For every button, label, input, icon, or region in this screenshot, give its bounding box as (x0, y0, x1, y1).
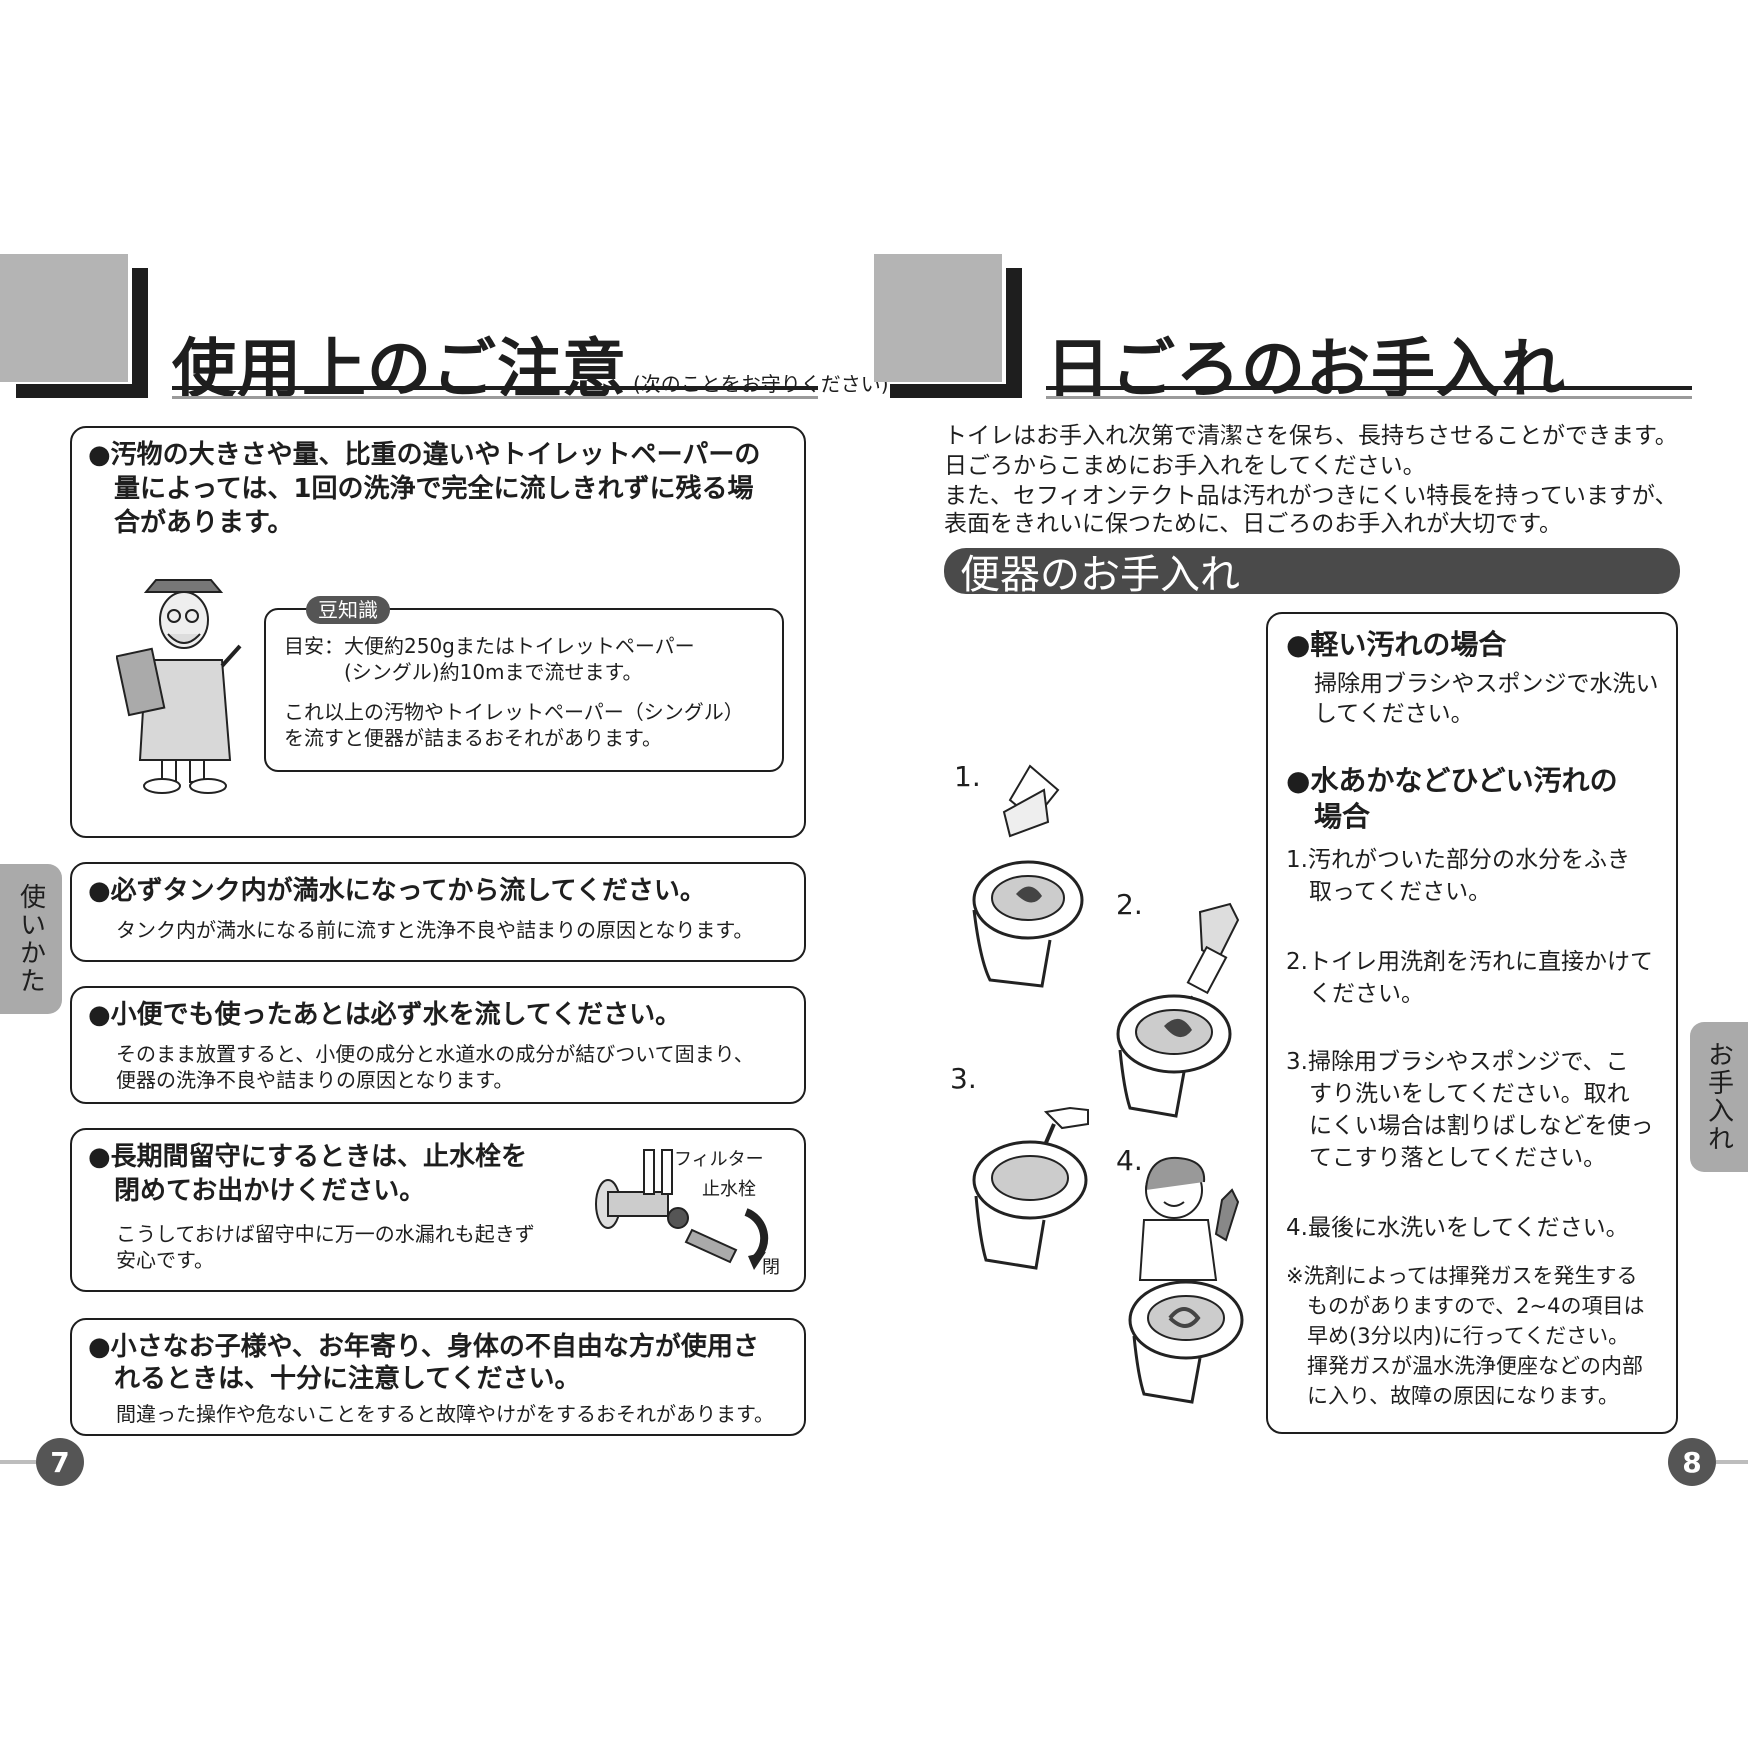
left-page-line (0, 1460, 36, 1464)
caution-box-2: ●必ずタンク内が満水になってから流してください。 タンク内が満水になる前に流すと… (70, 862, 806, 962)
heavy-step2-line1: 2.トイレ用洗剤を汚れに直接かけて (1286, 949, 1653, 975)
right-title-black-bar-v (1006, 268, 1022, 398)
caution-4-line2: 閉めてお出かけください。 (88, 1176, 426, 1206)
note-line3: 早め(3分以内)に行ってください。 (1286, 1324, 1630, 1348)
left-page-number: 7 (36, 1438, 84, 1486)
caution-1-line2: 量によっては、1回の洗浄で完全に流しきれずに残る場 (88, 474, 754, 504)
step-label-3: 3. (950, 1062, 977, 1095)
step-label-2: 2. (1116, 888, 1143, 921)
caution-box-1: ●汚物の大きさや量、比重の違いやトイレットペーパーの 量によっては、1回の洗浄で… (70, 426, 806, 838)
heavy-step3-line2: すり洗いをしてください。取れ (1286, 1081, 1630, 1107)
heavy-step1-line2: 取ってください。 (1286, 879, 1492, 905)
heavy-heading-line2: 場合 (1286, 800, 1371, 833)
note-line2: ものがありますので、2~4の項目は (1286, 1294, 1645, 1318)
right-side-tab: お手入れ (1690, 1022, 1748, 1172)
caution-2-heading: ●必ずタンク内が満水になってから流してください。 (88, 876, 706, 906)
tip-line2: (シングル)約10mまで流せます。 (284, 660, 643, 684)
toilet-step4-illustration (1128, 1156, 1244, 1404)
light-line2: してください。 (1314, 701, 1474, 727)
intro-line3: また、セフィオンテクト品は汚れがつきにくい特長を持っていますが、 (944, 483, 1678, 509)
tip-line3: これ以上の汚物やトイレットペーパー（シングル） (284, 700, 744, 724)
label-filter: フィルター (674, 1149, 764, 1170)
left-title-note: (次のことをお守りください) (633, 372, 889, 396)
caution-box-4: ●長期間留守にするときは、止水栓を 閉めてお出かけください。 こうしておけば留守… (70, 1128, 806, 1292)
heavy-heading-line1: ●水あかなどひどい汚れの (1286, 764, 1618, 797)
right-page-title: 日ごろのお手入れ (1046, 333, 1566, 407)
caution-5-body: 間違った操作や危ないことをすると故障やけがをするおそれがあります。 (116, 1402, 774, 1426)
heavy-step3-line4: てこすり落としてください。 (1286, 1145, 1607, 1171)
intro-line2: 日ごろからこまめにお手入れをしてください。 (944, 453, 1426, 479)
left-title-gray-block (0, 254, 128, 382)
intro-line1: トイレはお手入れ次第で清潔さを保ち、長持ちさせることができます。 (944, 423, 1678, 449)
tip-line1: 目安：大便約250gまたはトイレットペーパー (284, 634, 695, 658)
heavy-step3-line1: 3.掃除用ブラシやスポンジで、こ (1286, 1049, 1629, 1075)
tip-badge: 豆知識 (306, 596, 390, 624)
intro-line4: 表面をきれいに保つために、日ごろのお手入れが大切です。 (944, 511, 1563, 537)
heavy-step4-line1: 4.最後に水洗いをしてください。 (1286, 1215, 1629, 1241)
toilet-step2-illustration (1116, 902, 1240, 1118)
caution-3-body-line2: 便器の洗浄不良や詰まりの原因となります。 (116, 1068, 514, 1092)
left-page-title: 使用上のご注意(次のことをお守りください) (172, 318, 889, 410)
right-title-rule (1046, 386, 1692, 390)
left-side-tab: 使いかた (0, 864, 62, 1014)
caution-1-line1: ●汚物の大きさや量、比重の違いやトイレットペーパーの (88, 440, 761, 470)
tip-line4: を流すと便器が詰まるおそれがあります。 (284, 726, 662, 750)
section-title-pill: 便器のお手入れ (944, 548, 1680, 598)
left-title-rule (172, 386, 818, 390)
stop-valve-illustration (595, 1149, 769, 1270)
left-title-text: 使用上のご注意 (172, 333, 627, 407)
note-line5: に入り、故障の原因になります。 (1286, 1384, 1620, 1408)
instruction-box: ●軽い汚れの場合 掃除用ブラシやスポンジで水洗い してください。 ●水あかなどひ… (1266, 612, 1678, 1434)
caution-4-body-line1: こうしておけば留守中に万一の水漏れも起きず (116, 1222, 535, 1246)
caution-3-body-line1: そのまま放置すると、小便の成分と水道水の成分が結びついて固まり、 (116, 1042, 754, 1066)
note-line4: 揮発ガスが温水洗浄便座などの内部 (1286, 1354, 1643, 1378)
light-heading: ●軽い汚れの場合 (1286, 628, 1507, 661)
heavy-step2-line2: ください。 (1286, 981, 1424, 1007)
caution-4-body-line2: 安心です。 (116, 1248, 214, 1272)
tip-box: 豆知識 目安：大便約250gまたはトイレットペーパー (シングル)約10mまで流… (264, 596, 784, 772)
left-title-rule2 (172, 396, 818, 399)
caution-2-body: タンク内が満水になる前に流すと洗浄不良や詰まりの原因となります。 (116, 918, 754, 942)
caution-box-5: ●小さなお子様や、お年寄り、身体の不自由な方が使用さ れるときは、十分に注意して… (70, 1318, 806, 1436)
caution-3-heading: ●小便でも使ったあとは必ず水を流してください。 (88, 1000, 682, 1030)
step-label-4: 4. (1116, 1144, 1143, 1177)
right-title-gray-block (874, 254, 1002, 382)
toilet-step1-illustration (972, 764, 1084, 988)
caution-4-line1: ●長期間留守にするときは、止水栓を (88, 1142, 527, 1172)
heavy-step1-line1: 1.汚れがついた部分の水分をふき (1286, 847, 1630, 873)
step-label-1: 1. (954, 760, 981, 793)
light-line1: 掃除用ブラシやスポンジで水洗い (1314, 671, 1659, 697)
caution-5-line2: れるときは、十分に注意してください。 (88, 1364, 581, 1394)
left-title-black-bar-v (132, 268, 148, 398)
caution-5-line1: ●小さなお子様や、お年寄り、身体の不自由な方が使用さ (88, 1332, 759, 1362)
toilet-step3-illustration (972, 1106, 1089, 1270)
left-title-black-bar-h (16, 384, 148, 398)
heavy-step3-line3: にくい場合は割りばしなどを使っ (1286, 1113, 1654, 1139)
caution-box-3: ●小便でも使ったあとは必ず水を流してください。 そのまま放置すると、小便の成分と… (70, 986, 806, 1104)
right-page-number: 8 (1668, 1438, 1716, 1486)
label-close: 閉 (762, 1257, 780, 1278)
note-line1: ※洗剤によっては揮発ガスを発生する (1286, 1264, 1638, 1288)
right-title-black-bar-h (890, 384, 1022, 398)
right-title-rule2 (1046, 396, 1692, 399)
label-valve: 止水栓 (702, 1179, 756, 1200)
right-page-line (1716, 1460, 1748, 1464)
caution-1-line3: 合があります。 (88, 508, 294, 538)
professor-illustration (116, 579, 242, 794)
